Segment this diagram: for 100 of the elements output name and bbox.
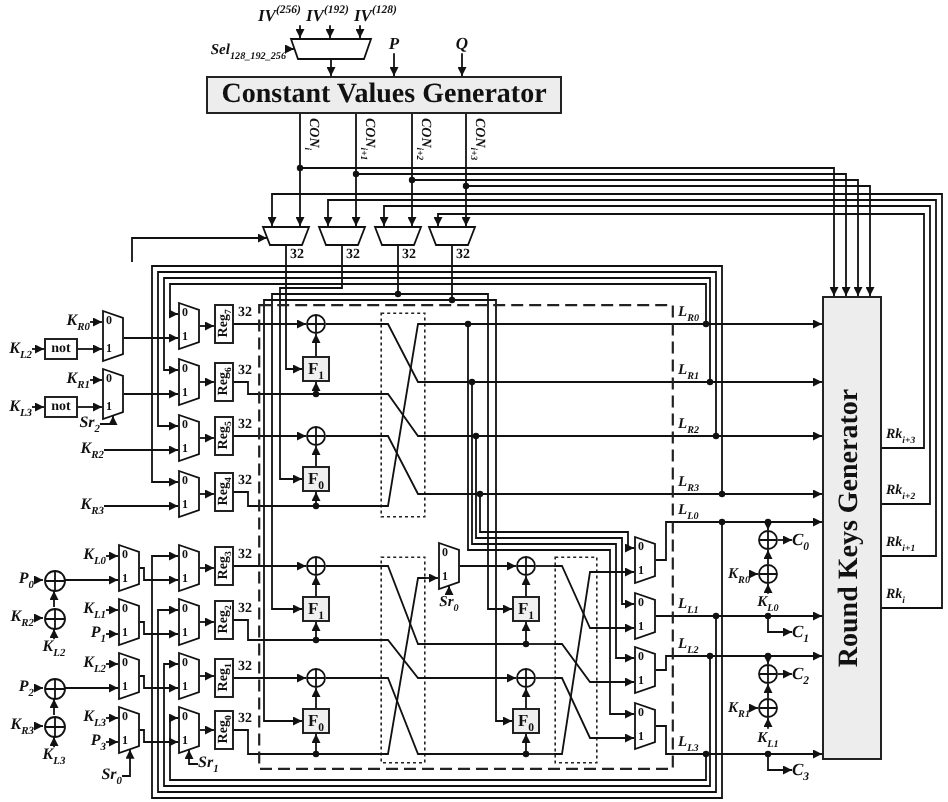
multiplexer [118,544,140,592]
arrow [475,435,635,609]
signal-label: K$_{R0}$ [66,313,90,331]
signal-label: K$_{L2}$ [83,655,106,673]
wire [397,245,399,295]
xor-symbol [306,556,326,576]
register-box [214,416,234,456]
arrow [451,299,513,726]
arrow [121,748,135,777]
arrow [295,167,305,227]
arrow [311,575,321,597]
wire [425,493,481,495]
arrow [715,431,823,441]
multiplexer [178,414,200,462]
arrow [457,52,467,77]
xor-symbol [306,426,326,446]
arrow [105,629,119,639]
arrow [351,173,361,227]
function-box [302,466,330,492]
arrow [49,590,59,608]
signal-label: P$_{0}$ [18,571,34,589]
multiplexer [438,542,460,590]
arrow [199,725,215,735]
multiplexer [178,470,200,518]
arrow [749,569,759,579]
function-box [302,596,330,622]
arrow [597,733,635,743]
arrow [139,729,179,747]
arrow [279,245,343,484]
wire [535,677,555,679]
arrow [105,659,119,669]
wire [655,521,723,561]
arrow [33,613,44,623]
arrow [139,567,179,585]
arrow [311,621,321,641]
wire [425,323,469,325]
xor-symbol [758,698,778,718]
arrow [397,293,513,614]
arrow [157,605,717,793]
wire [709,655,769,657]
wire [233,729,317,755]
wire [299,113,301,169]
permutation-box [380,312,426,518]
function-label: F$_{0}$ [307,712,325,730]
multiplexer [178,706,200,754]
arrow [709,377,823,387]
wire [715,615,769,617]
arrow [521,733,531,755]
xor-symbol [306,314,326,334]
wire [233,491,317,507]
generator-label: Constant Values Generator [221,81,547,109]
arrow [323,199,937,557]
signal-label: K$_{L2}$ [9,340,32,358]
arrow [355,173,851,297]
multiplexer [428,226,476,246]
signal-label: P$_{2}$ [18,679,34,697]
arrow [299,167,839,297]
signal-label: K$_{L1}$ [83,601,106,619]
arrow [521,687,531,709]
signal-label: K$_{R1}$ [66,371,90,389]
arrow [767,753,793,775]
multiplexer [102,310,124,362]
arrow [233,561,307,571]
signal-label: K$_{L3}$ [9,398,32,416]
arrow [263,299,453,726]
wire [471,381,711,383]
multiplexer [118,598,140,646]
arrow [31,402,45,412]
multiplexer [118,706,140,754]
arrow [199,433,215,443]
arrow [199,489,215,499]
multiplexer [634,592,656,640]
arrow [33,575,44,585]
arrow [444,585,454,595]
arrow [49,736,59,749]
wire [525,643,555,645]
wire [325,565,381,567]
permutation-box [554,556,598,764]
arrow [479,493,635,553]
arrow [233,673,307,683]
signal-label: C$_{2}$ [792,664,810,684]
arrow [285,44,295,54]
signal-label: C$_{0}$ [792,530,810,550]
arrow [295,24,305,39]
arrow [105,605,119,615]
signal-label: Sr$_{0}$ [101,767,122,785]
dashed-frame [258,304,674,770]
signal-label: K$_{R2}$ [80,441,104,459]
signal-label: K$_{L0}$ [83,547,106,565]
arrow [105,551,119,561]
arrow [433,213,925,449]
register-box [214,362,234,402]
wire [425,643,527,645]
xor-symbol [758,664,778,684]
arrow [64,683,119,693]
signal-label: IV$^{(128)}$ [354,6,397,26]
arrow [77,344,103,354]
generator-box [206,76,562,114]
wire [465,113,467,187]
arrow [285,245,303,374]
